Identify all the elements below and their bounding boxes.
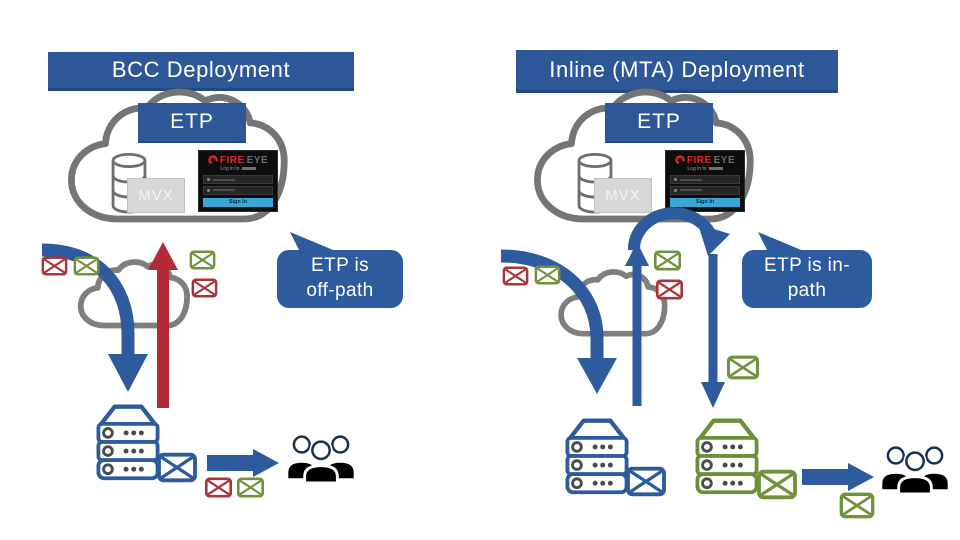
lock-icon — [674, 188, 677, 192]
envelope-green-icon — [534, 265, 561, 285]
mail-down-arrow — [701, 254, 725, 408]
inbound-mail-arrow — [41, 243, 148, 392]
field-placeholder-bar — [213, 189, 235, 192]
delivery-arrow — [802, 463, 874, 491]
fireeye-logo-fire: FIRE — [219, 154, 245, 166]
fireeye-ring-icon — [208, 155, 218, 165]
bcc-title: BCC Deployment — [111, 57, 291, 82]
bubble-line1: ETP is — [310, 255, 369, 277]
fireeye-logo-eye: EYE — [713, 154, 736, 166]
fireeye-logo-fire: FIRE — [686, 154, 712, 166]
bubble-line1: ETP is in- — [763, 255, 850, 277]
username-field — [203, 175, 273, 184]
recipients-icon — [876, 444, 954, 494]
signin-button: Sign In — [670, 197, 740, 207]
mail-up-arrow — [625, 242, 649, 406]
etp-label-box: ETP — [138, 103, 246, 143]
redacted-text-chip — [708, 167, 723, 171]
lock-icon — [207, 188, 210, 192]
field-placeholder-bar — [680, 189, 702, 192]
envelope-red-icon — [41, 256, 68, 276]
bcc-title-banner: BCC Deployment — [48, 52, 354, 91]
recipients-icon — [282, 433, 360, 483]
envelope-red-icon — [655, 279, 684, 300]
password-field — [670, 185, 740, 195]
field-placeholder-bar — [680, 178, 702, 181]
mvx-label: MVX — [138, 187, 174, 204]
etp-label: ETP — [170, 110, 214, 133]
envelope-green-icon — [189, 250, 216, 270]
envelope-red-icon — [191, 278, 218, 298]
bubble-line2: off-path — [306, 280, 374, 301]
etp-scan-arch-arrow — [627, 207, 730, 256]
envelope-blue-icon — [155, 452, 199, 483]
envelope-green-icon — [73, 256, 100, 276]
etp-label: ETP — [637, 110, 681, 133]
envelope-blue-icon — [624, 466, 668, 497]
delivery-arrow — [207, 449, 279, 477]
inline-title-banner: Inline (MTA) Deployment — [516, 50, 838, 93]
bubble-tail — [758, 232, 806, 252]
fireeye-ring-icon — [675, 155, 685, 165]
redacted-text-chip — [241, 167, 256, 171]
user-icon — [207, 178, 210, 182]
etp-label-box: ETP — [605, 103, 713, 143]
inbound-mail-arrow — [500, 249, 617, 394]
mvx-label: MVX — [605, 187, 641, 204]
signin-button: Sign In — [203, 197, 273, 207]
etp-inpath-bubble: ETP is in- path — [742, 250, 872, 308]
envelope-green-icon — [838, 492, 876, 519]
bubble-tail — [290, 232, 338, 252]
envelope-red-icon — [204, 477, 233, 498]
mvx-box: MVX — [127, 178, 185, 213]
inline-title: Inline (MTA) Deployment — [549, 57, 805, 82]
envelope-green-icon — [236, 477, 265, 498]
fireeye-login-heading: Log in to — [670, 166, 740, 173]
fireeye-logo-eye: EYE — [246, 154, 269, 166]
user-icon — [674, 178, 677, 182]
username-field — [670, 175, 740, 184]
fireeye-login-heading: Log in to — [203, 166, 273, 173]
envelope-green-icon — [755, 469, 799, 500]
mvx-box: MVX — [594, 178, 652, 213]
password-field — [203, 185, 273, 195]
bcc-copy-arrow — [148, 242, 178, 408]
etp-offpath-bubble: ETP is off-path — [277, 250, 403, 308]
bubble-line2: path — [787, 280, 827, 301]
envelope-red-icon — [502, 266, 529, 286]
field-placeholder-bar — [213, 178, 235, 181]
envelope-green-icon — [726, 355, 760, 380]
envelope-green-icon — [653, 250, 682, 271]
